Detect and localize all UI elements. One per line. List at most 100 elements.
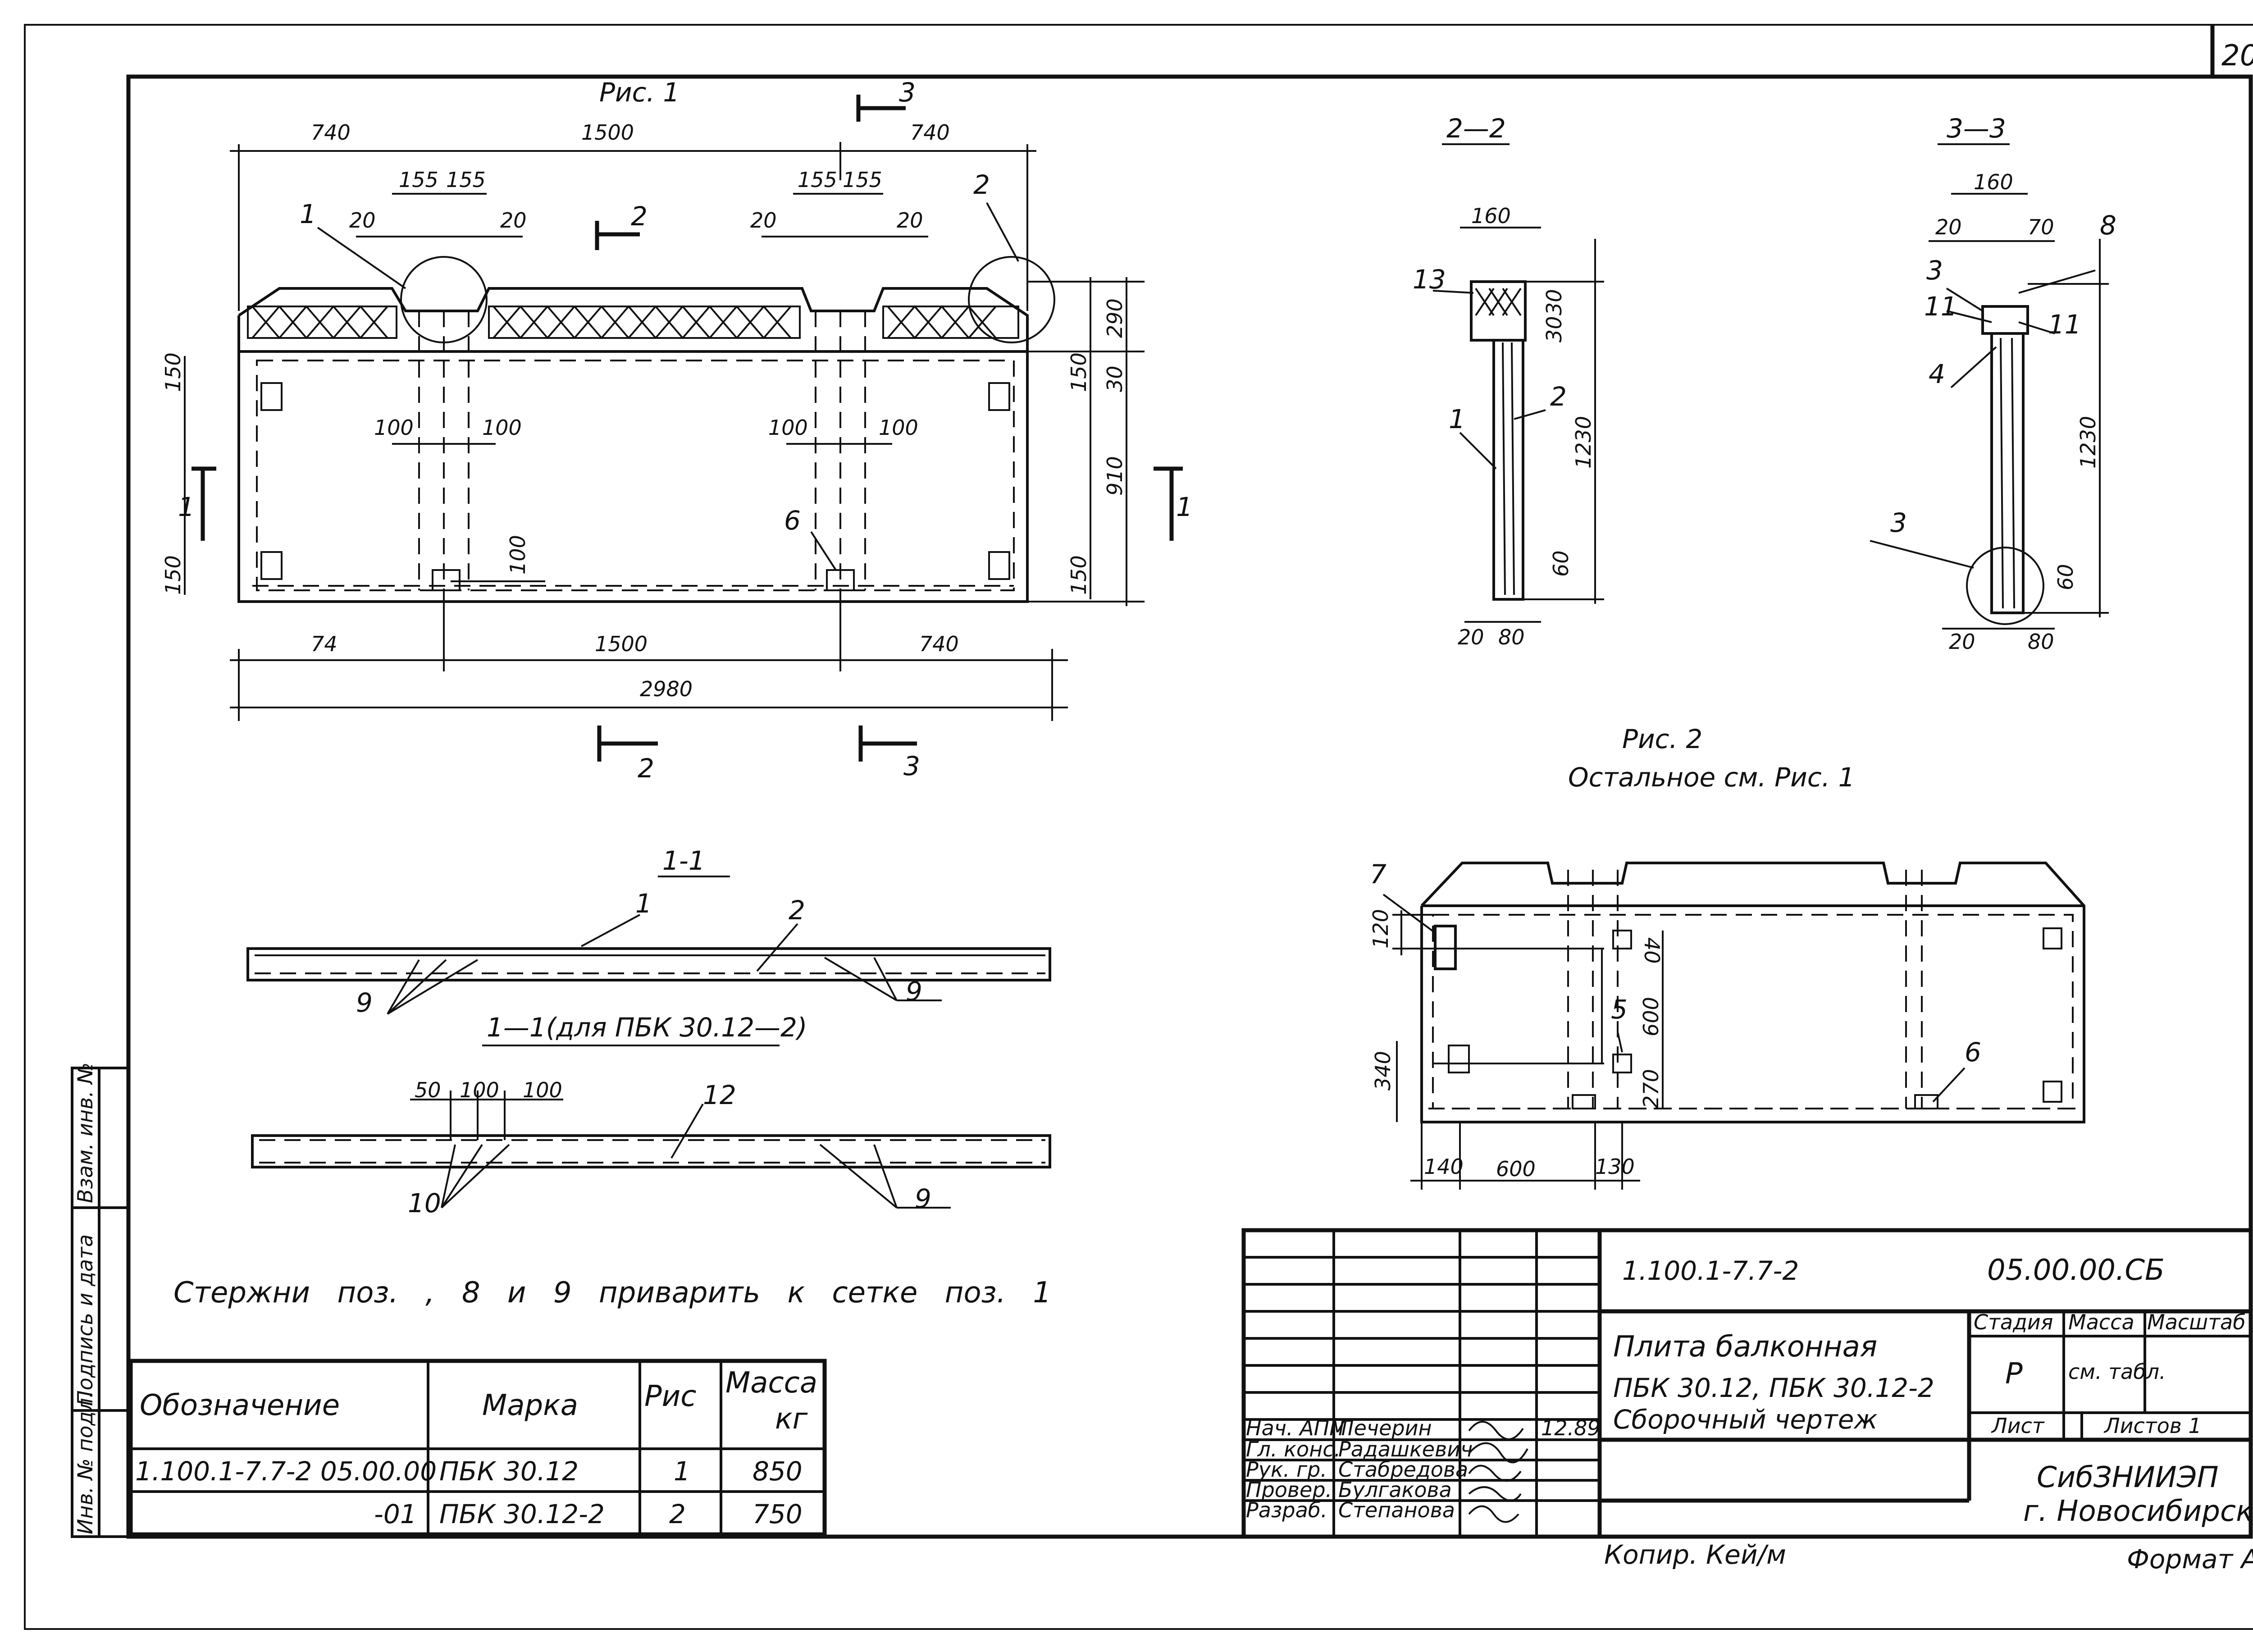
sec11b-dim-100a: 100 bbox=[460, 1078, 499, 1102]
spec-row-1-designation: -01 bbox=[374, 1499, 417, 1529]
spec-row-0-fig: 1 bbox=[674, 1456, 690, 1487]
role-1: Гл. конс. bbox=[1246, 1437, 1341, 1461]
spec-header-mark: Марка bbox=[482, 1389, 578, 1422]
spec-header-fig: Рис bbox=[644, 1380, 696, 1413]
fig2-caption-1: Рис. 2 bbox=[1622, 724, 1702, 754]
copy-note: Копир. Кей/м bbox=[1604, 1539, 1786, 1570]
stamp-replaced-inv: Взам. инв. № bbox=[73, 1063, 97, 1203]
fig1-dim-bottom-2: 740 bbox=[919, 632, 959, 656]
name-2: Стабредова bbox=[1338, 1457, 1468, 1482]
scale-header: Масштаб bbox=[2147, 1310, 2246, 1334]
fig1-right-dim-1: 30 bbox=[1103, 365, 1127, 392]
sec33-dim-20: 20 bbox=[1935, 215, 1962, 239]
fig1-drawing: Рис. 1 3 740 1500 740 155 155 155 155 20… bbox=[161, 77, 1193, 784]
fig1-dim-top-0: 740 bbox=[311, 120, 351, 145]
stamp-signature-date: Подпись и дата bbox=[73, 1234, 97, 1406]
spec-row-0-designation: 1.100.1-7.7-2 05.00.00 bbox=[135, 1456, 437, 1487]
fig2-label-6: 6 bbox=[1965, 1037, 1981, 1068]
stage-header: Стадия bbox=[1974, 1310, 2053, 1334]
sec22-label-1: 1 bbox=[1449, 404, 1465, 434]
fig1-dim-155-c: 155 bbox=[798, 168, 837, 192]
fig1-dim-155-b: 155 bbox=[446, 168, 486, 192]
drawing-title-1: Плита балконная bbox=[1613, 1330, 1877, 1364]
fig1-dim-100-d: 100 bbox=[879, 415, 918, 440]
sec11b-dim-50: 50 bbox=[415, 1078, 441, 1102]
spec-header-kg: кг bbox=[775, 1402, 808, 1436]
fig1-dim-bottom-1: 1500 bbox=[595, 632, 648, 656]
sec33-dim-80: 80 bbox=[2028, 630, 2054, 654]
fig1-dim-100-c: 100 bbox=[768, 415, 808, 440]
fig1-section-1-right: 1 bbox=[1176, 492, 1193, 522]
section-1-1: 1-1 1 2 9 9 bbox=[246, 845, 1051, 1018]
section-1-1-pbk: 1—1(для ПБК 30.12—2) 50 100 100 12 10 9 bbox=[251, 1012, 1051, 1218]
fig1-left-dim-1: 150 bbox=[161, 555, 185, 595]
fig2-dim-40: 40 bbox=[1640, 937, 1664, 964]
sec33-label-11-left: 11 bbox=[1924, 291, 1957, 322]
spec-row-0-mass: 850 bbox=[753, 1456, 803, 1487]
sec22-dim-80: 80 bbox=[1498, 625, 1525, 649]
sec33-dim-20b: 20 bbox=[1949, 630, 1975, 654]
section-2-2: 2—2 160 30 30 1230 60 20 80 13 1 2 bbox=[1413, 113, 1604, 649]
fig2-caption-2: Остальное см. Рис. 1 bbox=[1568, 762, 1855, 793]
sec33-label-4: 4 bbox=[1929, 359, 1945, 389]
fig1-dim-top-2: 740 bbox=[910, 120, 950, 145]
spec-row-0-mark: ПБК 30.12 bbox=[439, 1456, 579, 1487]
welding-note: Стержни поз. , 8 и 9 приварить к сетке п… bbox=[173, 1276, 1051, 1310]
mass-header: Масса bbox=[2068, 1310, 2134, 1334]
fig1-overall-dim: 2980 bbox=[640, 677, 693, 701]
spec-row-1-fig: 2 bbox=[669, 1499, 686, 1529]
fig2-label-5: 5 bbox=[1611, 994, 1628, 1025]
sheet-label: Лист bbox=[1991, 1414, 2045, 1438]
sec11b-title: 1—1(для ПБК 30.12—2) bbox=[487, 1012, 807, 1043]
org-line-1: СибЗНИИЭП bbox=[2037, 1461, 2218, 1494]
fig2-dim-600v: 600 bbox=[1639, 997, 1663, 1036]
spec-header-mass: Масса bbox=[725, 1366, 817, 1400]
sec33-label-8: 8 bbox=[2100, 210, 2116, 241]
sec22-dim-60: 60 bbox=[1549, 550, 1573, 577]
fig1-right-dim-0: 290 bbox=[1103, 298, 1127, 338]
sec22-dim-30b: 30 bbox=[1542, 316, 1566, 342]
sec33-title: 3—3 bbox=[1947, 113, 2006, 144]
sec33-dim-70: 70 bbox=[2028, 215, 2054, 239]
fig1-dim-20-c: 20 bbox=[750, 208, 777, 233]
fig2-dim-130: 130 bbox=[1595, 1155, 1635, 1179]
org-line-2: г. Новосибирск bbox=[2023, 1495, 2253, 1528]
fig1-pos-6: 6 bbox=[784, 505, 801, 536]
stamp-inv-no: Инв. № подл. bbox=[73, 1392, 97, 1534]
stage-value: Р bbox=[2005, 1357, 2023, 1391]
sheet-frame: 20 bbox=[24, 24, 2253, 1630]
sec33-label-11-right: 11 bbox=[2048, 309, 2081, 340]
sec11-title: 1-1 bbox=[662, 845, 705, 876]
sec11b-label-12: 12 bbox=[703, 1080, 736, 1110]
sec22-title: 2—2 bbox=[1446, 113, 1506, 144]
sec22-dim-1230: 1230 bbox=[1571, 416, 1596, 469]
role-2: Рук. гр. bbox=[1246, 1457, 1327, 1482]
sheets-label: Листов 1 bbox=[2103, 1414, 2202, 1438]
spec-table: Обозначение Марка Рис Масса кг 1.100.1-7… bbox=[128, 1359, 827, 1537]
doc-code: 1.100.1-7.7-2 bbox=[1622, 1255, 1799, 1286]
fig1-dim-bottom-0: 74 bbox=[311, 632, 337, 656]
fig1-section-2-top: 2 bbox=[631, 201, 648, 232]
name-1: Радашкевич bbox=[1338, 1437, 1473, 1461]
fig2-label-7: 7 bbox=[1370, 859, 1386, 890]
name-3: Булгакова bbox=[1338, 1478, 1452, 1502]
drawing-title-3: Сборочный чертеж bbox=[1613, 1404, 1878, 1435]
sec22-dim-20: 20 bbox=[1458, 625, 1484, 649]
role-3: Провер. bbox=[1246, 1478, 1332, 1502]
section-3-3: 3—3 160 20 70 1230 60 20 80 8 3 11 11 4 … bbox=[1870, 113, 2116, 654]
format-note: Формат А3 bbox=[2127, 1544, 2253, 1574]
insulation-hatch bbox=[247, 306, 1019, 339]
fig1-section-3-bottom: 3 bbox=[903, 751, 920, 781]
fig1-dim-100-b: 100 bbox=[482, 415, 522, 440]
sec11-label-1: 1 bbox=[635, 888, 652, 919]
approval-date: 12.89 bbox=[1541, 1416, 1601, 1440]
sec11-label-9-left: 9 bbox=[356, 987, 373, 1018]
sec11-label-2: 2 bbox=[789, 895, 805, 926]
fig1-right-dim-2: 910 bbox=[1103, 456, 1127, 496]
mass-value: см. табл. bbox=[2068, 1360, 2166, 1384]
sec22-dim-30a: 30 bbox=[1542, 289, 1566, 315]
sec33-dim-60: 60 bbox=[2053, 564, 2078, 590]
fig2-dim-140: 140 bbox=[1424, 1155, 1464, 1179]
role-0: Нач. АПМ bbox=[1246, 1416, 1347, 1440]
